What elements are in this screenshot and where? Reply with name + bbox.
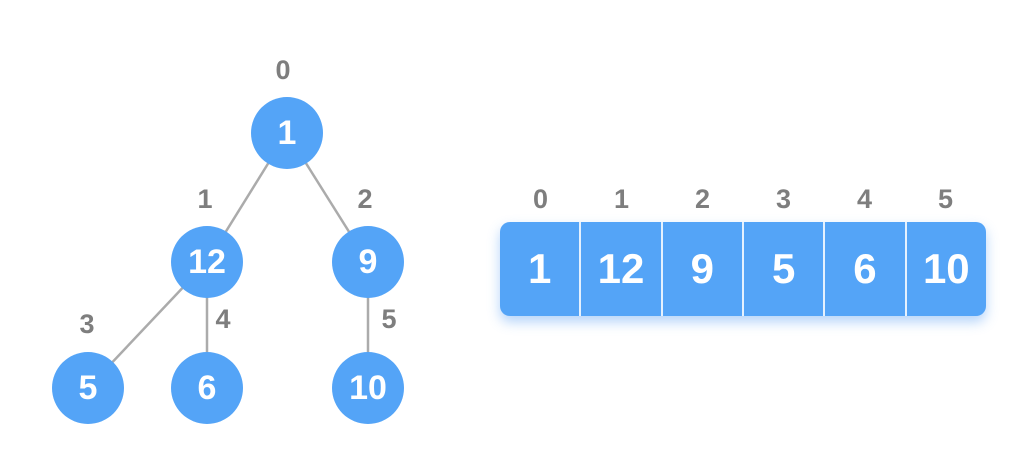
array-cell: 6 xyxy=(825,222,907,316)
tree-node-value: 1 xyxy=(277,113,297,152)
array-cell-value: 5 xyxy=(771,245,796,292)
tree-node: 1 xyxy=(251,97,323,169)
tree-node: 6 xyxy=(171,352,243,424)
array-cell-value: 6 xyxy=(853,245,877,292)
array-cell: 10 xyxy=(907,222,986,316)
array-cell: 5 xyxy=(744,222,826,316)
array-cell: 9 xyxy=(663,222,744,316)
tree-index-label: 3 xyxy=(79,309,95,339)
tree-node: 12 xyxy=(171,226,243,298)
array-index-label: 2 xyxy=(694,184,711,214)
array-cell-value: 10 xyxy=(922,245,970,292)
array-index-label: 1 xyxy=(613,184,630,214)
array-index-label: 4 xyxy=(856,184,873,214)
tree-node-value: 12 xyxy=(188,242,226,281)
array-cell-value: 1 xyxy=(527,245,552,292)
tree-index-label: 5 xyxy=(381,304,397,334)
tree-node: 9 xyxy=(332,226,404,298)
tree-node-value: 6 xyxy=(197,368,217,407)
array-cell: 1 xyxy=(500,222,582,316)
tree-node: 10 xyxy=(332,352,404,424)
tree-node-value: 5 xyxy=(78,368,98,407)
array-index-row: 0 1 2 3 4 5 xyxy=(500,186,986,213)
tree-node-value: 10 xyxy=(349,368,387,407)
array-cell-value: 9 xyxy=(690,245,714,292)
array-cell-value: 12 xyxy=(597,245,645,292)
tree-index-label: 1 xyxy=(197,184,213,214)
tree-index-label: 2 xyxy=(357,184,373,214)
tree-index-label: 0 xyxy=(275,55,291,85)
array-index-label: 0 xyxy=(532,184,549,214)
array-index-label: 3 xyxy=(775,184,792,214)
array-index-label: 5 xyxy=(937,184,954,214)
tree-node-value: 9 xyxy=(358,242,378,281)
array-cell: 12 xyxy=(581,222,663,316)
tree-index-label: 4 xyxy=(215,304,231,334)
tree-node: 5 xyxy=(52,352,124,424)
array-representation: 1 12 9 5 6 10 xyxy=(500,222,986,316)
